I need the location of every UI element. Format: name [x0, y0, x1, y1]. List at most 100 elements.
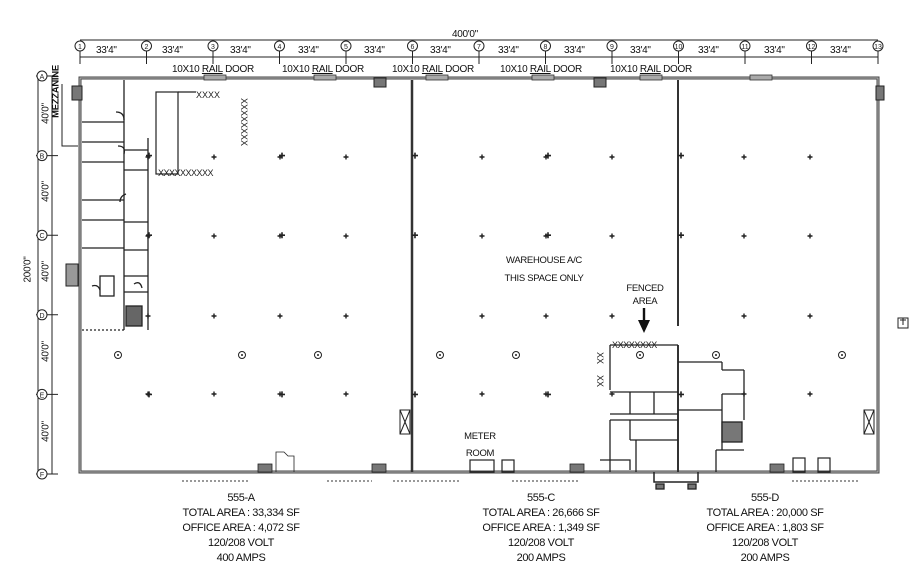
bay-label: 33'4" — [498, 45, 519, 56]
column-bubble: 11 — [739, 40, 751, 52]
unit-name: 555-C — [527, 492, 555, 504]
column-bubble: 3 — [207, 40, 219, 52]
column-bubble: 12 — [806, 40, 817, 52]
bay-label: 33'4" — [162, 45, 183, 56]
row-bubble: B — [36, 150, 48, 162]
rail-door-label-1: 10X10 RAIL DOOR — [172, 64, 254, 75]
office-area-555-c: XXXXXXXX XX XX — [595, 340, 678, 472]
unit-amps: 400 AMPS — [216, 552, 266, 564]
unit-amps: 200 AMPS — [740, 552, 790, 564]
bay-label: 33'4" — [830, 45, 851, 56]
mezzanine-label: MEZZANINE — [50, 65, 62, 118]
warehouse-ac-note: WAREHOUSE A/C THIS SPACE ONLY — [504, 255, 584, 284]
row-bubble: A — [36, 70, 48, 82]
equipment-boxes — [399, 317, 909, 435]
rail-door-5 — [639, 74, 663, 81]
rail-door-label-3: 10X10 RAIL DOOR — [392, 64, 474, 75]
overall-depth-label: 200'0" — [22, 256, 34, 283]
svg-text:E: E — [40, 392, 45, 399]
svg-text:B: B — [40, 154, 45, 161]
svg-text:10: 10 — [675, 44, 683, 51]
fenced-storage-555-a: XXXX XXXXXXXXXX XXXXXXXX — [155, 90, 249, 178]
column-bubble: 5 — [340, 40, 352, 52]
row-bubble: D — [36, 309, 48, 321]
column-bubble: 4 — [274, 40, 285, 52]
unit-voltage: 120/208 VOLT — [732, 537, 798, 549]
unit-amps: 200 AMPS — [516, 552, 566, 564]
office-area-555-d — [653, 361, 745, 490]
meter-room-note: METER ROOM — [464, 431, 496, 459]
row-bay-label: 40'0" — [40, 261, 52, 282]
unit-total-area: TOTAL AREA : 26,666 SF — [482, 507, 600, 519]
rail-door-label-5: 10X10 RAIL DOOR — [610, 64, 692, 75]
rail-door-3 — [425, 74, 449, 81]
meter-room — [469, 457, 831, 473]
unit-office-area: OFFICE AREA : 1,803 SF — [706, 522, 824, 534]
svg-text:12: 12 — [808, 44, 816, 51]
bay-label: 33'4" — [698, 45, 719, 56]
row-bubble: C — [36, 229, 48, 241]
column-bubble: 13 — [872, 40, 884, 52]
bay-label: 33'4" — [430, 45, 451, 56]
unit-office-area: OFFICE AREA : 4,072 SF — [182, 522, 300, 534]
unit-total-area: TOTAL AREA : 33,334 SF — [182, 507, 300, 519]
bay-label: 33'4" — [564, 45, 585, 56]
column-bubble: 7 — [473, 40, 485, 52]
bay-label: 33'4" — [230, 45, 251, 56]
unit-name: 555-A — [227, 492, 255, 504]
column-points — [114, 152, 846, 398]
rail-door-2 — [313, 74, 337, 81]
unit-office-area: OFFICE AREA : 1,349 SF — [482, 522, 600, 534]
svg-text:9: 9 — [610, 44, 614, 51]
bay-label: 33'4" — [298, 45, 319, 56]
svg-text:8: 8 — [544, 44, 548, 51]
unit-info-555-a: 555-A TOTAL AREA : 33,334 SF OFFICE AREA… — [166, 491, 316, 566]
svg-text:C: C — [39, 233, 44, 240]
bay-label: 33'4" — [630, 45, 651, 56]
unit-total-area: TOTAL AREA : 20,000 SF — [706, 507, 824, 519]
bay-label: 33'4" — [96, 45, 117, 56]
svg-text:5: 5 — [344, 44, 348, 51]
svg-text:A: A — [40, 74, 45, 81]
rail-door-label-4: 10X10 RAIL DOOR — [500, 64, 582, 75]
column-bubble: 9 — [606, 40, 618, 52]
svg-text:XXXX: XXXX — [196, 90, 220, 100]
column-bubble: 10 — [673, 40, 684, 52]
row-bubble: F — [36, 468, 48, 480]
svg-text:7: 7 — [477, 44, 481, 51]
svg-text:XX: XX — [595, 375, 605, 387]
svg-text:F: F — [40, 472, 44, 479]
dock-levelers — [257, 451, 785, 473]
unit-name: 555-D — [751, 492, 779, 504]
svg-text:3: 3 — [211, 44, 215, 51]
column-bubble: 8 — [540, 40, 551, 52]
column-bubble: 1 — [74, 40, 86, 52]
svg-text:6: 6 — [411, 44, 415, 51]
mezzanine-leader — [61, 84, 78, 147]
row-bay-label: 40'0" — [40, 181, 52, 202]
fenced-area-arrow — [638, 308, 650, 333]
svg-text:D: D — [39, 313, 44, 320]
unit-info-555-c: 555-C TOTAL AREA : 26,666 SF OFFICE AREA… — [466, 491, 616, 566]
svg-text:XX: XX — [595, 352, 605, 364]
row-grid-markers: A B C D E F — [36, 70, 58, 480]
rail-door-4 — [531, 74, 555, 81]
overall-width-label: 400'0" — [452, 29, 478, 40]
svg-text:11: 11 — [741, 44, 748, 51]
svg-text:XXXXXXXXXX: XXXXXXXXXX — [158, 168, 214, 178]
bay-label: 33'4" — [764, 45, 785, 56]
column-bubble: 6 — [407, 40, 418, 52]
building-shell — [65, 74, 885, 474]
svg-text:XXXXXXXX: XXXXXXXX — [239, 98, 249, 146]
rail-door-1 — [203, 74, 227, 81]
svg-text:13: 13 — [874, 44, 882, 51]
rail-door-label-2: 10X10 RAIL DOOR — [282, 64, 364, 75]
unit-voltage: 120/208 VOLT — [208, 537, 274, 549]
svg-text:1: 1 — [78, 44, 82, 51]
bay-label: 33'4" — [364, 45, 385, 56]
row-bay-label: 40'0" — [40, 421, 52, 442]
office-area-555-a — [82, 80, 149, 331]
fenced-area-note: FENCED AREA — [626, 283, 664, 307]
